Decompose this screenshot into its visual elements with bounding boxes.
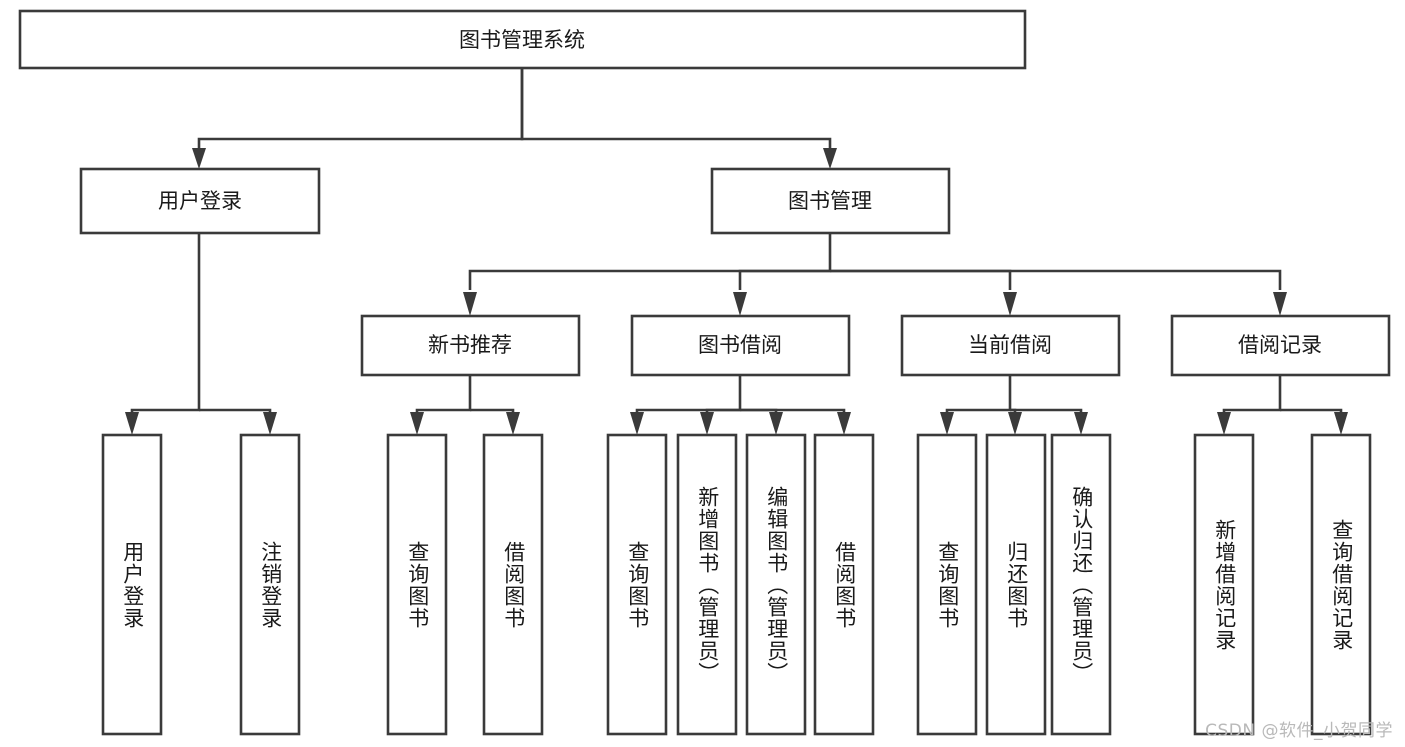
arrowhead-leaf-query-book-2 — [630, 412, 644, 435]
edge-newbook-to-borrow — [470, 408, 515, 412]
arrowhead-book-mgmt — [823, 148, 837, 169]
edge-currentborrow-trunk — [945, 375, 1012, 412]
node-current-borrow-label: 当前借阅 — [968, 333, 1052, 357]
node-leaf-confirm-return-box[interactable] — [1050, 433, 1112, 736]
node-borrow-record-label: 借阅记录 — [1238, 333, 1322, 357]
node-book-borrow-box[interactable] — [630, 314, 851, 377]
edge-bookmgmt-trunk — [468, 233, 832, 290]
node-leaf-edit-book-box[interactable] — [745, 433, 807, 736]
edge-borrowrecord-to-query — [1280, 408, 1343, 412]
edge-currentborrow-to-confirm — [1010, 408, 1083, 412]
edge-userlogin-trunk — [130, 233, 201, 412]
node-user-login-box[interactable] — [79, 167, 321, 235]
node-root-box[interactable] — [18, 9, 1027, 70]
node-leaf-return-book-box[interactable] — [985, 433, 1047, 736]
arrowhead-leaf-confirm-return — [1074, 412, 1088, 435]
arrowhead-borrow-record — [1273, 292, 1287, 316]
arrowhead-leaf-query-book-3 — [940, 412, 954, 435]
node-leaf-add-record-box[interactable] — [1193, 433, 1255, 736]
arrowhead-leaf-borrow-book-2 — [837, 412, 851, 435]
edge-newbook-trunk — [415, 375, 472, 412]
node-book-borrow-label: 图书借阅 — [698, 333, 782, 357]
edge-root-to-user-login — [197, 68, 524, 160]
node-leaf-query-book-2-box[interactable] — [606, 433, 668, 736]
edge-userlogin-to-logout — [199, 408, 272, 412]
node-root-label: 图书管理系统 — [459, 28, 585, 52]
edge-bookmgmt-to-borrow — [738, 269, 830, 290]
edge-bookborrow-trunk — [635, 375, 742, 412]
arrowhead-user-login — [192, 148, 206, 169]
node-leaf-user-login-box[interactable] — [101, 433, 163, 736]
arrowhead-leaf-edit-book — [769, 412, 783, 435]
node-book-management-label: 图书管理 — [788, 189, 872, 213]
node-leaf-query-book-1-box[interactable] — [386, 433, 448, 736]
node-user-login-label: 用户登录 — [158, 189, 242, 213]
arrowhead-leaf-return-book — [1008, 412, 1022, 435]
node-new-book-recommend-box[interactable] — [360, 314, 581, 377]
arrowhead-current-borrow — [1003, 292, 1017, 316]
node-leaf-query-record-box[interactable] — [1310, 433, 1372, 736]
edge-root-to-book-mgmt — [520, 68, 832, 160]
arrowhead-leaf-query-record — [1334, 412, 1348, 435]
edge-bookborrow-to-add — [705, 408, 740, 412]
node-leaf-add-book-box[interactable] — [676, 433, 738, 736]
node-leaf-logout-box[interactable] — [239, 433, 301, 736]
edge-bookmgmt-to-record — [830, 269, 1282, 290]
arrowhead-leaf-logout — [263, 412, 277, 435]
node-leaf-borrow-book-1-box[interactable] — [482, 433, 544, 736]
node-new-book-recommend-label: 新书推荐 — [428, 333, 512, 357]
arrowhead-new-book — [463, 292, 477, 316]
arrowhead-leaf-user-login — [125, 412, 139, 435]
arrowhead-book-borrow — [733, 292, 747, 316]
arrowhead-leaf-add-book — [700, 412, 714, 435]
node-layer: 图书管理系统 用户登录 图书管理 新书推荐 图书借阅 当前借阅 借阅记录 — [18, 9, 1391, 736]
connector-layer — [125, 68, 1348, 435]
edge-borrowrecord-trunk — [1222, 375, 1282, 412]
node-leaf-borrow-book-2-box[interactable] — [813, 433, 875, 736]
edge-bookmgmt-to-current — [830, 269, 1012, 290]
watermark: CSDN @软件_小贺同学 — [1205, 721, 1393, 741]
edge-bookborrow-to-borrow — [740, 408, 846, 412]
node-book-management-box[interactable] — [710, 167, 951, 235]
node-current-borrow-box[interactable] — [900, 314, 1121, 377]
arrowhead-leaf-borrow-book-1 — [506, 412, 520, 435]
arrowhead-leaf-add-record — [1217, 412, 1231, 435]
node-borrow-record-box[interactable] — [1170, 314, 1391, 377]
node-leaf-query-book-3-box[interactable] — [916, 433, 978, 736]
arrowhead-leaf-query-book-1 — [410, 412, 424, 435]
